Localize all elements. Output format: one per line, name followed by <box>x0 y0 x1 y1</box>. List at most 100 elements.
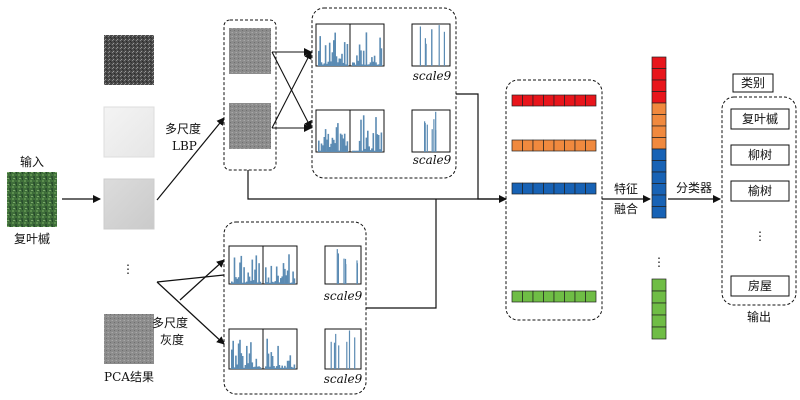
gray-hist-1b-bar <box>275 266 278 284</box>
gray-hist-2a-bar <box>244 365 247 369</box>
category-item-1: 复叶槭 <box>742 112 778 126</box>
lbp-hist-2b-bar <box>353 150 355 152</box>
gray-hist-1a-bar <box>243 267 245 284</box>
gray-hist-2b-bar <box>265 366 267 369</box>
lbp-hist-1a-bar <box>345 64 347 66</box>
gray-hist-2a-bar <box>258 366 260 369</box>
gray-hist-1b-bar <box>284 268 286 284</box>
lbp-hist-1a-bar <box>324 45 327 66</box>
feature-cell-red <box>511 94 523 107</box>
lbp-hist-2b-bar <box>375 117 377 152</box>
gray-hist-1-scale9-bar <box>336 249 338 284</box>
lbp-hist-2a-bar <box>337 123 339 152</box>
feature-cell-green <box>511 290 523 303</box>
gray-hist-2b-bar <box>288 360 290 369</box>
gray-hist-2a-bar <box>254 366 256 369</box>
feature-cell-blue <box>553 182 565 195</box>
lbp-hist-1a-bar <box>339 58 342 66</box>
gray-hist-1-scale9-bar <box>344 258 347 284</box>
lbp-hist-1a-bar <box>337 62 339 66</box>
lbp-hist-2-scale9-bar <box>426 124 428 152</box>
feature-cell-orange <box>543 139 555 152</box>
fused-feature-vector <box>651 56 667 340</box>
gray-hist-2a-bar <box>240 353 243 369</box>
feature-cell-orange <box>522 139 534 152</box>
gray-hist-2b-bar <box>267 353 270 369</box>
fused-cell <box>651 290 667 304</box>
gray-hist-2a-bar <box>259 367 262 369</box>
pca-ellipsis: ⋮ <box>122 262 134 276</box>
fused-cell <box>651 183 667 196</box>
category-item-3: 榆树 <box>748 183 772 198</box>
input-caption: 复叶槭 <box>14 232 50 246</box>
lbp-hist-1a-bar <box>335 56 338 66</box>
lbp-hist-2a-bar <box>322 145 324 152</box>
lbp-hist-2b-bar <box>352 150 354 152</box>
lbp-hist-1b-bar <box>354 64 357 66</box>
gray-hist-1a-bar <box>240 255 243 284</box>
lbp-hist-1-scale9-bar <box>438 25 440 67</box>
gray-hist-1a-bar <box>255 255 258 284</box>
gray-hist-1b-bar <box>289 282 292 284</box>
gray-hist-1b-bar <box>278 282 281 284</box>
lbp-hist-1b-bar <box>371 57 373 66</box>
lbp-hist-1a-bar <box>320 62 323 66</box>
feature-cell-orange <box>532 139 544 152</box>
lbp-hist-2b-bar <box>380 132 383 152</box>
gray-hist-1a-bar <box>239 262 241 284</box>
category-header-box <box>732 73 774 93</box>
output-box <box>721 96 797 306</box>
input-title: 输入 <box>20 154 44 169</box>
gray-hist-1-scale9-bar <box>337 253 339 284</box>
lbp-hist-2b-bar <box>372 133 375 152</box>
gray-branch-label-1: 多尺度 <box>152 315 188 330</box>
fused-cell <box>651 56 667 69</box>
gray-hist-2b-bar <box>285 367 288 369</box>
lbp-hist-1b-bar <box>360 50 362 66</box>
gray-hist-1a-bar <box>248 276 251 284</box>
lbp-hist-1-scale9-bar <box>425 43 427 66</box>
gray-hist-2b-bar <box>269 366 271 369</box>
lbp-hist-2a-bar <box>335 127 338 152</box>
gray-hist-2-scale9-frame <box>324 328 362 370</box>
lbp-hist-2b-bar <box>371 148 373 152</box>
fused-cell <box>651 137 667 150</box>
lbp-hist-1-scale9-frame <box>411 23 451 67</box>
gray-hist-1a-bar <box>258 263 260 284</box>
fusion-label-1: 特征 <box>614 181 638 196</box>
fused-cell <box>651 102 667 115</box>
lbp-hist-1a-bar <box>346 44 349 66</box>
lbp-hist-1a-bar <box>328 42 331 66</box>
lbp-hist-2b-bar <box>362 115 365 152</box>
fused-cell <box>651 148 667 161</box>
lbp-hist-2-scale9-bar <box>435 111 437 152</box>
lbp-hist-2b-bar <box>357 150 360 152</box>
lbp-hist-1a-bar <box>318 50 320 66</box>
lbp-hist-2b-bar <box>356 150 358 152</box>
feature-cell-green <box>564 290 576 303</box>
lbp-hist-1b-bar <box>373 55 376 66</box>
feature-cell-blue <box>511 182 523 195</box>
lbp-hist-2a-bar <box>330 143 332 152</box>
gray-hist-2b-bar <box>275 366 278 369</box>
lbp-hist-2b-bar <box>358 140 361 152</box>
gray-hist-1b-bar <box>280 278 282 284</box>
gray-hist-1b-bar <box>293 278 296 284</box>
gray-scale-label-1: scale9 <box>324 289 363 303</box>
gray-hist-1-scale9-bar <box>356 260 358 284</box>
gray-hist-1a-bar <box>232 282 234 284</box>
lbp-hist-1b-bar <box>375 62 377 66</box>
category-header: 类别 <box>741 76 765 90</box>
gray-hist-1a-bar <box>235 277 237 284</box>
lbp-hist-1a-bar <box>327 61 330 66</box>
gray-hist-2b-bar <box>271 356 274 369</box>
gray-hist-2b-bar <box>274 367 277 369</box>
gray-hist-1a-bar <box>237 277 240 284</box>
lbp-hist-1b-bar <box>353 62 355 66</box>
feature-cell-blue <box>522 182 534 195</box>
lbp-hist-2a-bar <box>328 147 331 152</box>
lbp-hist-1b-bar <box>358 44 361 66</box>
category-box-4 <box>730 275 790 297</box>
lbp-hist-1b-bar <box>369 62 372 66</box>
